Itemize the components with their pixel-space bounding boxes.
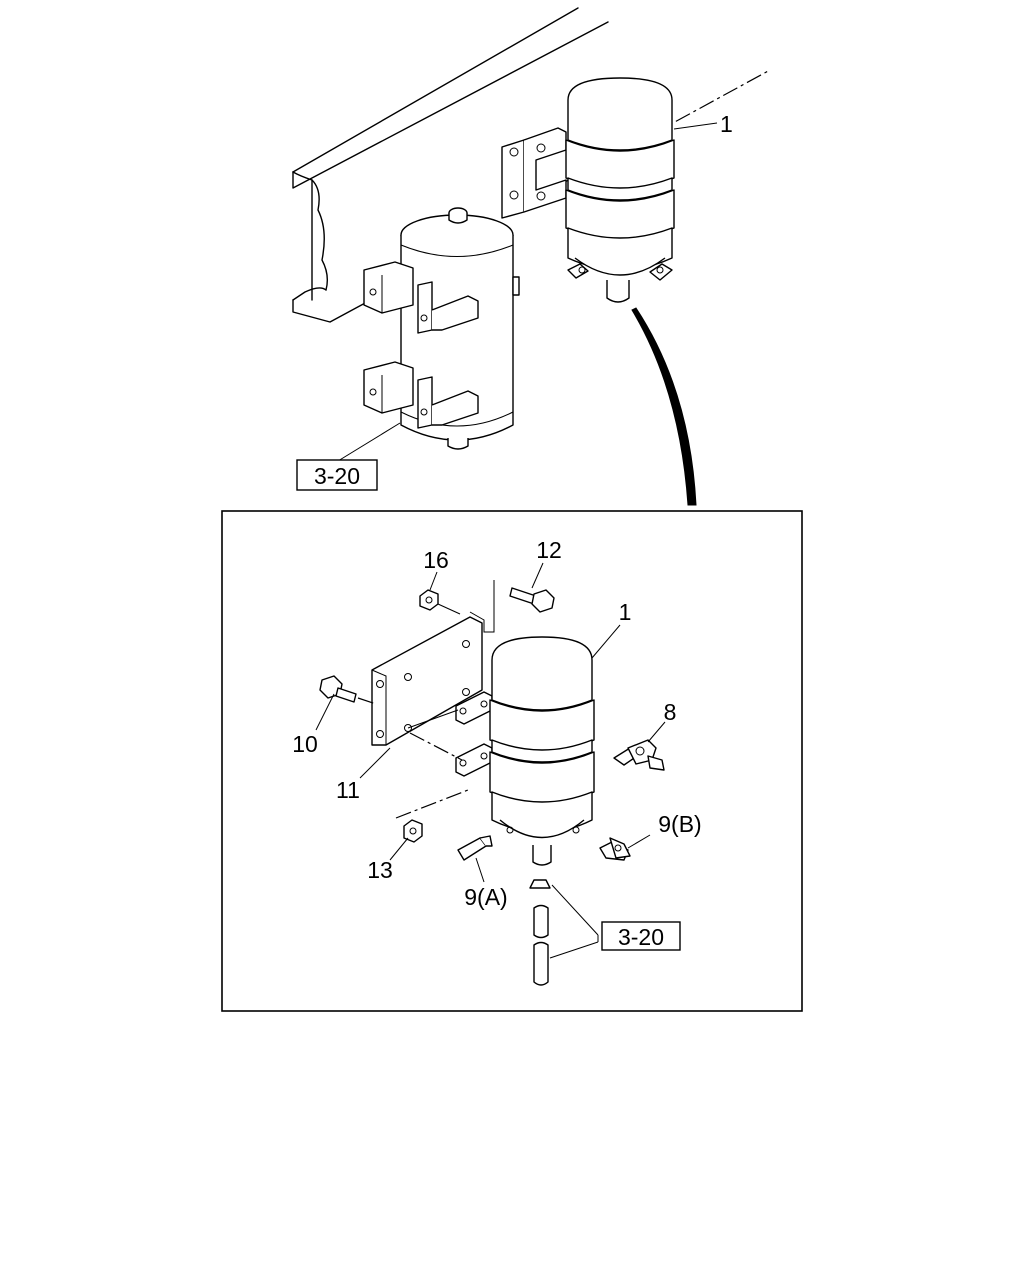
detail-pointer-arrow (631, 307, 697, 506)
fuel-filter-detail (489, 636, 595, 866)
air-tank (363, 207, 520, 450)
callout-11: 11 (336, 777, 360, 803)
ref-box-top (296, 459, 378, 491)
nut-13 (403, 819, 423, 843)
tee-connector (613, 739, 665, 771)
ref-label-top: 3-20 (314, 463, 360, 489)
elbow-fitting-9b (599, 837, 631, 861)
callout-10: 10 (292, 731, 318, 757)
detail-frame (221, 510, 803, 1012)
callout-1-detail: 1 (619, 599, 632, 625)
fuel-hose (529, 879, 551, 986)
callout-1-top: 1 (720, 111, 733, 137)
nut-16 (419, 589, 439, 611)
leader-lines (357, 580, 495, 819)
callout-16: 16 (423, 547, 449, 573)
callout-12: 12 (536, 537, 562, 563)
ref-box-detail (601, 921, 681, 951)
fuel-filter-assembly (501, 77, 675, 303)
callout-8: 8 (664, 699, 677, 725)
callout-13: 13 (367, 857, 393, 883)
ref-label-detail: 3-20 (618, 924, 664, 950)
callout-9a: 9(A) (464, 884, 507, 910)
bolt-10 (319, 675, 357, 703)
bolt-12 (509, 587, 555, 613)
mounting-bracket (371, 616, 493, 777)
straight-fitting-9a (457, 835, 493, 861)
callout-9b: 9(B) (658, 811, 701, 837)
